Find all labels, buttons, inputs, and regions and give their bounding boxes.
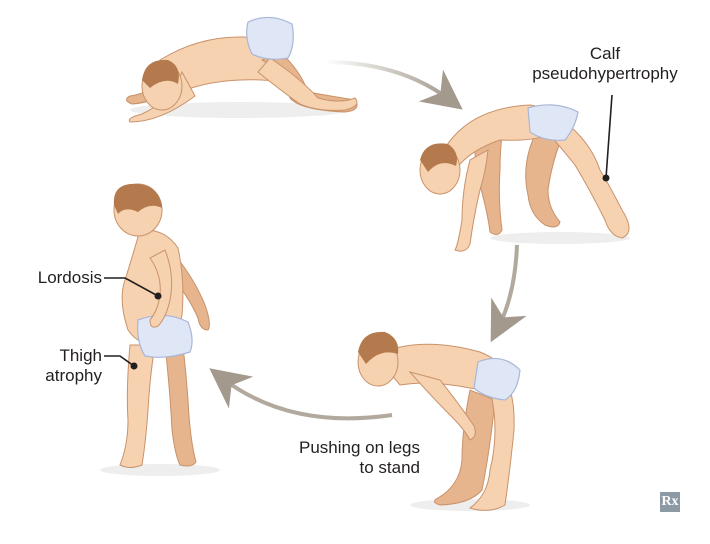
arrow-bear-to-bend [490, 244, 527, 343]
calf-pseudohypertrophy-label: Calf pseudohypertrophy [520, 44, 690, 84]
pushing-label-line1: Pushing on legs [299, 438, 420, 457]
thigh-label-line2: atrophy [45, 366, 102, 385]
standing-figure [100, 183, 220, 476]
bear-walk-figure [419, 94, 630, 252]
calf-label-line1: Calf [589, 44, 621, 63]
bending-figure [357, 331, 530, 511]
lordosis-label: Lordosis [37, 268, 102, 287]
thigh-atrophy-label: Thigh atrophy [22, 346, 102, 386]
pushing-label-line2: to stand [359, 458, 421, 477]
pushing-on-legs-label: Pushing on legs to stand [270, 438, 420, 478]
calf-label-line2: pseudohypertrophy [532, 64, 678, 83]
crawling-figure [126, 16, 358, 123]
thigh-label-line1: Thigh [59, 346, 102, 365]
rx-logo: Rx [660, 492, 680, 512]
arrow-crawl-to-bear [324, 60, 463, 110]
arrow-bend-to-stand [209, 368, 393, 421]
